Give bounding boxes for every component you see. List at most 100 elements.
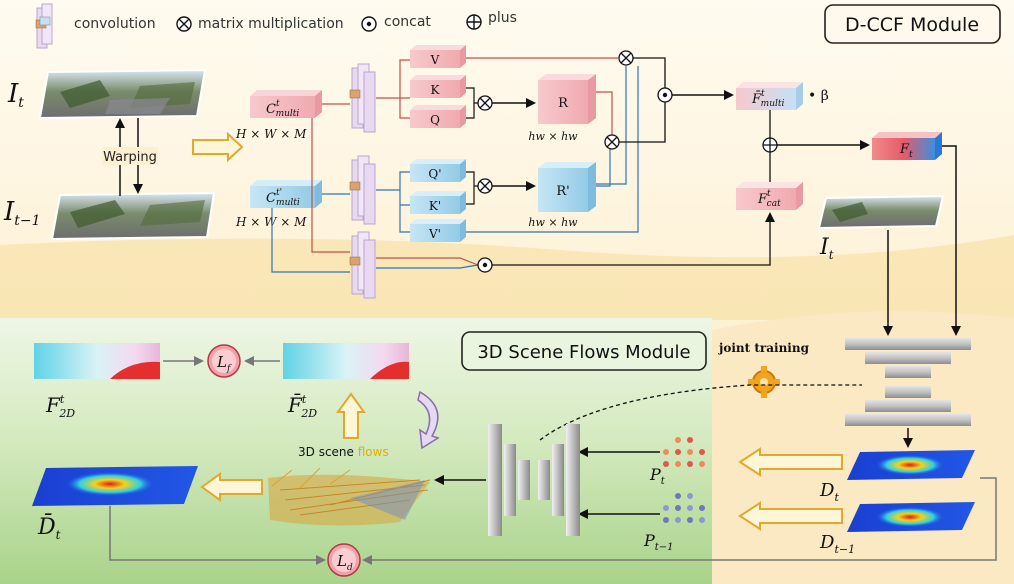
v2-block xyxy=(410,219,466,242)
fmulti-block xyxy=(736,82,803,110)
v-block xyxy=(410,45,466,68)
image-it xyxy=(38,68,207,120)
matrix-mult-legend-icon xyxy=(176,16,192,32)
q-label: Q xyxy=(430,113,440,127)
dccf-title: D-CCF Module xyxy=(845,14,979,36)
depth-map-dt1 xyxy=(847,502,975,532)
warping-label-bg xyxy=(102,147,158,165)
loss-lf xyxy=(207,344,241,378)
flow-image-f2d xyxy=(34,343,160,379)
v2-label: V' xyxy=(428,227,441,241)
r2-label: R' xyxy=(556,184,569,199)
concat-legend-icon xyxy=(361,16,377,32)
conv-stack-mid xyxy=(349,155,376,225)
hollow-arrow-dt xyxy=(738,447,843,477)
line-r2-to-top-matmul xyxy=(596,66,627,185)
curved-rotate-icon xyxy=(417,390,440,450)
matrix-mult-legend-label: matrix multiplication xyxy=(198,16,344,32)
scene-flows-caption: 3D scene flows xyxy=(298,445,389,459)
matmul-top xyxy=(618,50,634,66)
k2-label: K' xyxy=(429,199,441,213)
conv-stack-top xyxy=(349,63,376,133)
line-bottom-to-concat xyxy=(619,102,666,143)
image-it-right xyxy=(817,194,945,230)
hollow-arrow-left xyxy=(200,472,263,502)
r-block xyxy=(538,74,596,124)
arrow-concat-to-fcat xyxy=(492,212,775,266)
arrow-dt-to-ld xyxy=(362,477,997,565)
branch-vkq xyxy=(376,59,410,119)
r-label: R xyxy=(558,96,569,111)
matmul-kq xyxy=(477,95,493,111)
line-r-to-matmul xyxy=(596,91,613,136)
joint-training-label: joint training xyxy=(718,341,810,355)
beta-label: • β xyxy=(808,88,829,104)
dt-label: Dt xyxy=(819,480,839,504)
convolution-legend-icon xyxy=(35,3,53,49)
k2-block xyxy=(410,191,466,214)
arrow-ft-to-net xyxy=(942,145,961,336)
line-r2-up xyxy=(596,148,611,187)
depth-map-dt xyxy=(847,450,975,480)
scene-title-box xyxy=(461,331,707,371)
matmul-bottom xyxy=(604,134,620,150)
line-conv-bottom-red xyxy=(376,257,479,266)
qk-prime-brace xyxy=(466,171,478,205)
cmulti2-label: Ct'multi xyxy=(266,188,300,208)
kq-brace xyxy=(466,87,478,119)
pt1-label: Pt−1 xyxy=(643,531,674,553)
concat-node xyxy=(657,87,673,103)
convolution-legend-label: convolution xyxy=(74,16,156,32)
point-set-pt1 xyxy=(663,493,705,523)
r-dim: hw × hw xyxy=(528,130,578,143)
cmulti2-block xyxy=(250,180,322,208)
line-top-to-concat xyxy=(633,57,666,88)
q-block xyxy=(410,105,466,128)
arrow-dbar-to-ld xyxy=(109,506,326,565)
ft-label: Ft xyxy=(899,142,913,160)
scene-flow-network xyxy=(488,424,580,536)
r2-block xyxy=(538,162,596,212)
gear-icon xyxy=(748,366,780,398)
depth-network xyxy=(845,338,971,426)
joint-training-dashed-line xyxy=(539,384,862,441)
concat-bottom-node xyxy=(477,257,493,273)
dccf-title-box xyxy=(824,4,1001,44)
plus-legend-label: plus xyxy=(488,10,517,26)
dt1-label: Dt−1 xyxy=(819,532,855,556)
line-conv-bottom-blue xyxy=(376,264,479,269)
line-cmulti2-to-bottom-conv xyxy=(271,208,350,273)
k-label: K xyxy=(431,83,441,97)
it-right-label: It xyxy=(819,235,834,262)
matmul-qk-prime xyxy=(477,178,493,194)
q2-label: Q' xyxy=(428,167,441,181)
concat-legend-label: concat xyxy=(384,14,431,30)
point-set-pt xyxy=(663,437,705,467)
ld-label: Ld xyxy=(336,552,353,573)
r2-dim: hw × hw xyxy=(528,216,578,229)
k-block xyxy=(410,75,466,98)
depth-map-dbar xyxy=(32,466,198,506)
conv-stack-bottom xyxy=(349,231,376,299)
flow-image-f2dbar xyxy=(283,343,409,379)
fcat-block xyxy=(736,182,803,210)
line-cmulti-to-bottom-conv xyxy=(311,118,350,253)
pt-label: Pt xyxy=(649,465,666,487)
dbar-label: D̄t xyxy=(37,513,61,542)
ft-block xyxy=(872,132,942,160)
warping-label: Warping xyxy=(103,150,157,165)
lf-label: Lf xyxy=(216,353,232,374)
v-label: V xyxy=(430,53,440,67)
cmulti-dim: H × W × M xyxy=(235,127,307,141)
image-it1 xyxy=(50,191,216,241)
cmulti-block xyxy=(250,90,322,118)
scene-flow-cloud xyxy=(268,467,431,526)
branch-qkv-prime xyxy=(376,171,410,233)
loss-ld xyxy=(327,543,361,577)
